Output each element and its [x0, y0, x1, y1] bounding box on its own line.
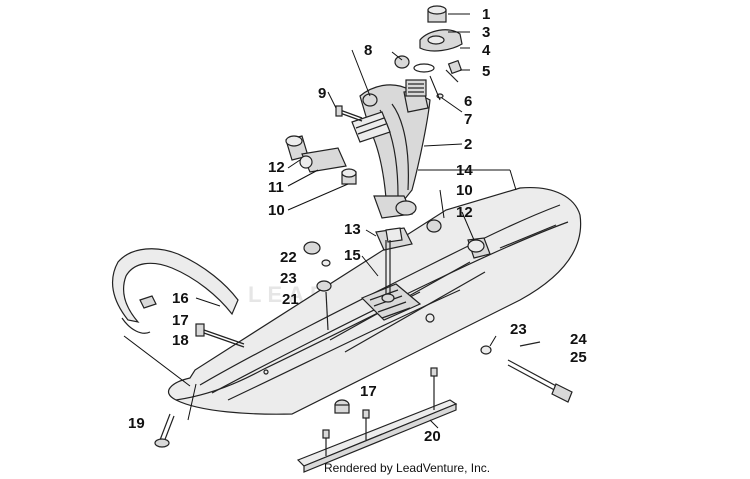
- stop-bracket: [351, 55, 410, 143]
- callout-2: 2: [464, 136, 472, 153]
- callout-13: 13: [344, 221, 361, 238]
- callout-23-left: 23: [280, 270, 297, 287]
- leader-lines: [123, 13, 517, 429]
- bolt-18: [195, 323, 245, 348]
- callout-25: 25: [570, 349, 587, 366]
- callout-24: 24: [570, 331, 587, 348]
- callout-19: 19: [128, 415, 145, 432]
- callout-9: 9: [318, 85, 326, 102]
- nut-17-lower: [334, 399, 350, 414]
- callout-14: 14: [456, 162, 473, 179]
- callouts: 1 2 3 4 5 6 7 8 9 10 10 11 12 12 13 14 1…: [128, 6, 587, 445]
- callout-1: 1: [482, 6, 490, 23]
- callout-3: 3: [482, 24, 490, 41]
- callout-10-left: 10: [268, 202, 285, 219]
- callout-17-lower: 17: [360, 383, 377, 400]
- callout-20: 20: [424, 428, 441, 445]
- callout-21: 21: [282, 291, 299, 308]
- callout-8: 8: [364, 42, 372, 59]
- ski-handle: [111, 248, 239, 334]
- callout-4: 4: [482, 42, 491, 59]
- callout-11: 11: [268, 179, 284, 196]
- bushing-set-left: [285, 135, 357, 185]
- callout-5: 5: [482, 63, 490, 80]
- callout-22: 22: [280, 249, 297, 266]
- callout-16: 16: [172, 290, 189, 307]
- callout-17-upper: 17: [172, 312, 189, 329]
- nut-21: [316, 280, 332, 331]
- callout-10-right: 10: [456, 182, 473, 199]
- bolt-25-assembly: [480, 341, 573, 403]
- bolt-19: [154, 413, 175, 448]
- callout-6: 6: [464, 93, 472, 110]
- steering-arm: [413, 5, 463, 99]
- callout-12-right: 12: [456, 204, 473, 221]
- bushing-set-right: [426, 219, 491, 259]
- callout-23-right: 23: [510, 321, 527, 338]
- spindle-bolt: [381, 240, 395, 303]
- callout-7: 7: [464, 111, 472, 128]
- callout-15: 15: [344, 247, 361, 264]
- callout-18: 18: [172, 332, 189, 349]
- render-credit: Rendered by LeadVenture, Inc.: [324, 461, 490, 475]
- spacer-13: [375, 227, 413, 251]
- bolt-9: [335, 105, 363, 122]
- callout-12-left: 12: [268, 159, 285, 176]
- nut-22: [303, 241, 331, 267]
- wear-bar: [296, 367, 458, 473]
